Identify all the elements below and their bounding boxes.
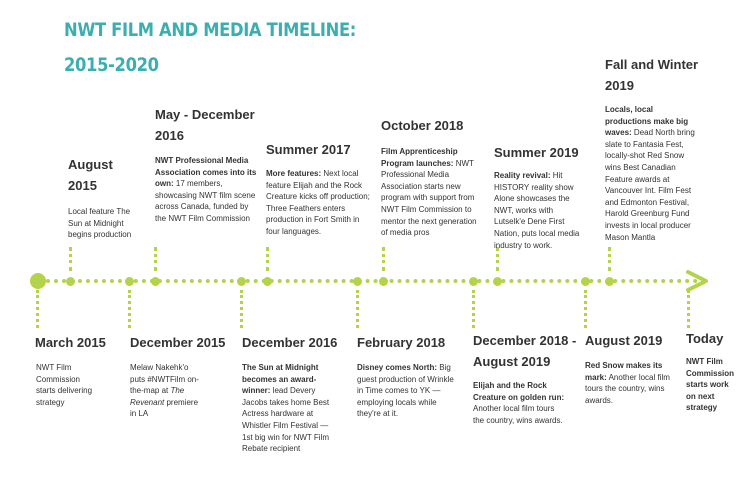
event-description: Local feature The Sun at Midnight begins…: [68, 207, 132, 240]
timeline-dot-sum2019: [492, 276, 502, 286]
connector-aug2015: [69, 247, 72, 271]
event-date: October 2018: [381, 115, 463, 136]
event-detail: Big guest production of Wrinkle in Time …: [357, 363, 454, 419]
connector-sum2019: [496, 247, 499, 271]
connector-today: [687, 290, 690, 328]
timeline-dot-feb2018: [352, 276, 362, 286]
event-description: Red Snow makes its mark: Another local f…: [585, 360, 671, 406]
event-highlight: NWT Professional Media Association comes…: [155, 156, 257, 189]
event-date-line: Summer 2019: [494, 145, 579, 160]
event-highlight: Disney comes North:: [357, 363, 438, 372]
event-date-line: August: [68, 157, 113, 172]
event-date: August 2019: [585, 330, 662, 351]
event-date-line: December 2018 -: [473, 333, 577, 348]
timeline-dot-may2016: [150, 276, 160, 286]
event-film-title: The Revenant: [130, 386, 185, 407]
event-detail: Another local film tours the country, wi…: [585, 372, 670, 405]
event-highlight: Elijah and the Rock Creature on golden r…: [473, 381, 565, 402]
event-date-line: Fall and Winter: [605, 57, 699, 72]
event-date: December 2015: [130, 332, 225, 353]
event-description: More features: Next local feature Elijah…: [266, 168, 372, 238]
page-subtitle: 2015-2020: [64, 54, 159, 76]
event-date-line: 2019: [605, 78, 634, 93]
connector-dec2015: [128, 290, 131, 328]
event-highlight: More features:: [266, 169, 322, 178]
event-highlight: The Sun at Midnight becomes an award-win…: [242, 363, 319, 396]
event-description: Elijah and the Rock Creature on golden r…: [473, 380, 567, 426]
event-date-line: May - December: [155, 107, 255, 122]
connector-oct2018: [382, 247, 385, 271]
connector-mar2015: [36, 290, 39, 328]
event-description: NWT Professional Media Association comes…: [155, 155, 257, 225]
event-detail: NWT Professional Media Association start…: [381, 158, 477, 238]
event-date-line: February 2018: [357, 335, 446, 350]
event-date-line: 2016: [155, 128, 184, 143]
connector-dec2018: [472, 290, 475, 328]
event-date: Summer 2019: [494, 142, 579, 163]
timeline-dot-aug2015: [65, 276, 75, 286]
connector-fall2019: [608, 247, 611, 271]
event-date: December 2018 - August 2019: [473, 330, 576, 372]
timeline-dot-oct2018: [378, 276, 388, 286]
event-date: December 2016: [242, 332, 337, 353]
event-description: Reality revival: Hit HISTORY reality sho…: [494, 170, 586, 251]
event-date-line: Summer 2017: [266, 142, 351, 157]
event-detail: Dead North bring slate to Fantasia Fest,…: [605, 128, 695, 242]
event-highlight: Locals, local productions make big waves…: [605, 105, 689, 138]
event-date-line: October 2018: [381, 118, 464, 133]
event-description: Locals, local productions make big waves…: [605, 104, 697, 243]
event-date-line: December 2016: [242, 335, 338, 350]
event-detail: Next local feature Elijah and the Rock C…: [266, 169, 370, 236]
event-highlight: Film Apprenticeship Program launches:: [381, 147, 458, 168]
event-description: Disney comes North: Big guest production…: [357, 362, 457, 420]
event-date-line: August 2019: [473, 354, 551, 369]
timeline-start-dot: [30, 273, 46, 289]
event-description: NWT Film Commission starts work on next …: [686, 357, 735, 413]
event-date: May - December 2016: [155, 104, 255, 146]
event-description: Melaw Nakehk'o puts #NWTFilm on-the-map …: [130, 362, 205, 420]
timeline-axis: [38, 279, 698, 283]
event-detail: Melaw Nakehk'o puts #NWTFilm on-the-map …: [130, 363, 199, 396]
event-date: Summer 2017: [266, 139, 351, 160]
connector-aug2019: [584, 290, 587, 328]
page-title: NWT FILM AND MEDIA TIMELINE:: [64, 19, 356, 41]
event-date: March 2015: [35, 332, 106, 353]
timeline-end-arrow-icon: [686, 270, 708, 292]
event-highlight: Red Snow makes its mark:: [585, 361, 663, 382]
event-highlight: Reality revival:: [494, 171, 551, 180]
event-detail: lead Devery Jacobs takes home Best Actre…: [242, 386, 330, 454]
connector-may2016: [154, 247, 157, 271]
event-date-line: March 2015: [35, 335, 106, 350]
timeline-dot-dec2015: [124, 276, 134, 286]
event-description: Film Apprenticeship Program launches: NW…: [381, 146, 481, 239]
event-date: Today: [686, 328, 723, 349]
event-date-line: 2015: [68, 178, 97, 193]
connector-sum2017: [266, 247, 269, 271]
event-description: NWT Film Commission starts delivering st…: [36, 363, 93, 407]
event-detail: Hit HISTORY reality show Alone showcases…: [494, 171, 580, 250]
event-detail: 17 members, showcasing NWT film scene ac…: [155, 179, 256, 223]
event-date-line: December 2015: [130, 335, 226, 350]
event-date-line: August 2019: [585, 333, 663, 348]
event-date: August 2015: [68, 154, 113, 196]
event-detail: premiere in LA: [130, 397, 199, 419]
event-date: Fall and Winter 2019: [605, 54, 698, 96]
timeline-dot-sum2017: [262, 276, 272, 286]
timeline-dot-dec2016: [236, 276, 246, 286]
connector-feb2018: [356, 290, 359, 328]
event-date: February 2018: [357, 332, 445, 353]
connector-dec2016: [240, 290, 243, 328]
event-detail: Another local film tours the country, wi…: [473, 404, 563, 425]
event-description: The Sun at Midnight becomes an award-win…: [242, 362, 338, 455]
event-date-line: Today: [686, 331, 724, 346]
timeline-dot-fall2019: [604, 276, 614, 286]
timeline-dot-aug2019: [580, 276, 590, 286]
timeline-dot-dec2018: [468, 276, 478, 286]
